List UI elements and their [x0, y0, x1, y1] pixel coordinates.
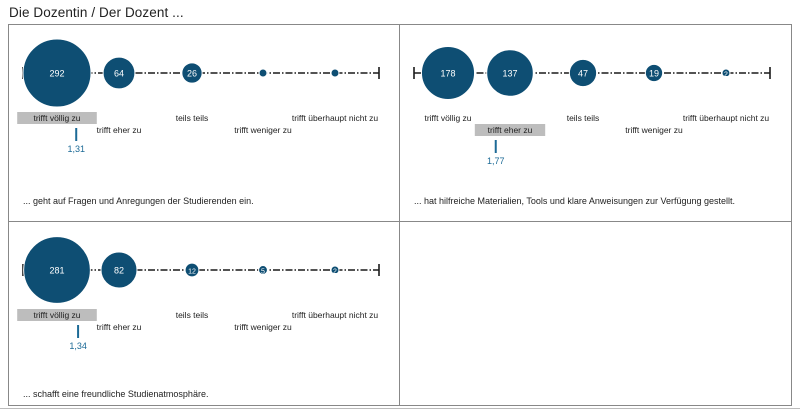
- chart-panel-2: 178 137 47 19 2 trifft völlig zu trifft eher z…: [400, 25, 790, 215]
- chart-3-bubble-value-2: 82: [114, 266, 124, 276]
- chart-2-bubble-value-2: 137: [502, 69, 517, 79]
- grid-divider-horizontal: [9, 221, 791, 222]
- chart-3-category-label-1: trifft völlig zu: [33, 310, 80, 320]
- chart-3-bubble-4: [258, 265, 268, 275]
- chart-caption-3: ... schafft eine freundliche Studienatmo…: [23, 389, 209, 399]
- chart-2-mean-label: 1,77: [487, 156, 505, 166]
- chart-2-category-label-1: trifft völlig zu: [424, 113, 471, 123]
- chart-2-bubble-1: [420, 45, 476, 101]
- chart-1-bubble-1: [22, 38, 92, 108]
- chart-3-bubble-2: [100, 251, 138, 289]
- chart-2-category-label-4: trifft weniger zu: [625, 125, 683, 135]
- chart-caption-1: ... geht auf Fragen und Anregungen der S…: [23, 196, 254, 206]
- chart-3-category-label-3: teils teils: [176, 310, 209, 320]
- chart-grid: 292 64 26 trifft völlig zu trifft eher zu tei…: [8, 24, 792, 406]
- chart-3-bubble-1: [23, 236, 91, 304]
- chart-3-category-label-4: trifft weniger zu: [234, 322, 292, 332]
- chart-1-bubble-2: [102, 56, 136, 90]
- chart-2-bubble-value-1: 178: [440, 69, 455, 79]
- chart-1-category-label-4: trifft weniger zu: [234, 125, 292, 135]
- chart-1-bubble-4: [258, 68, 268, 78]
- chart-2-bubble-value-4: 19: [649, 69, 659, 79]
- chart-3-bubble-value-5: 2: [333, 269, 337, 276]
- chart-3-mean-label: 1,34: [69, 341, 87, 351]
- chart-1-mean-label: 1,31: [67, 144, 85, 154]
- chart-2-category-label-3: teils teils: [567, 113, 600, 123]
- chart-2-category-label-5: trifft überhaupt nicht zu: [683, 113, 770, 123]
- chart-3-bubble-3: [184, 262, 200, 278]
- chart-3-bubble-value-3: 12: [188, 269, 196, 276]
- chart-3-highlight-box: [17, 309, 97, 321]
- chart-2-category-label-2: trifft eher zu: [488, 125, 533, 135]
- grid-divider-vertical: [399, 25, 400, 405]
- chart-1-category-label-1: trifft völlig zu: [33, 113, 80, 123]
- bubble-chart-2: 178 137 47 19 2 trifft völlig zu trifft eher z…: [413, 45, 771, 166]
- chart-2-bubble-5: [721, 68, 731, 78]
- chart-2-bubble-4: [644, 63, 664, 83]
- chart-caption-2: ... hat hilfreiche Materialien, Tools un…: [414, 196, 736, 206]
- chart-2-bubble-3: [568, 58, 598, 88]
- chart-1-bubble-5: [330, 68, 340, 78]
- chart-3-bubble-value-4: 5: [261, 269, 265, 276]
- chart-panel-1: 292 64 26 trifft völlig zu trifft eher zu tei…: [9, 25, 399, 215]
- chart-1-category-label-5: trifft überhaupt nicht zu: [292, 113, 379, 123]
- bubble-chart-1: 292 64 26 trifft völlig zu trifft eher zu tei…: [17, 38, 380, 154]
- bottom-rule: [0, 408, 800, 409]
- chart-1-bubble-value-3: 26: [187, 69, 197, 79]
- chart-panel-empty: [400, 222, 790, 412]
- chart-1-bubble-value-2: 64: [114, 69, 124, 79]
- chart-2-highlight-box: [474, 124, 546, 136]
- chart-3-category-label-2: trifft eher zu: [97, 322, 142, 332]
- chart-2-bubble-value-3: 47: [578, 69, 588, 79]
- chart-1-highlight-box: [17, 112, 97, 124]
- chart-panel-3: 281 82 12 5 2 trifft völlig zu trifft eher zu t…: [9, 222, 399, 412]
- chart-3-bubble-value-1: 281: [49, 266, 64, 276]
- chart-1-bubble-3: [181, 62, 203, 84]
- page-title: Die Dozentin / Der Dozent ...: [9, 5, 184, 20]
- chart-2-bubble-2: [486, 49, 534, 97]
- chart-1-bubble-value-1: 292: [49, 69, 64, 79]
- chart-3-category-label-5: trifft überhaupt nicht zu: [292, 310, 379, 320]
- chart-3-bubble-5: [330, 265, 340, 275]
- chart-1-category-label-3: teils teils: [176, 113, 209, 123]
- bubble-chart-3: 281 82 12 5 2 trifft völlig zu trifft eher zu t…: [17, 236, 380, 351]
- chart-1-category-label-2: trifft eher zu: [97, 125, 142, 135]
- chart-2-bubble-value-5: 2: [724, 72, 728, 79]
